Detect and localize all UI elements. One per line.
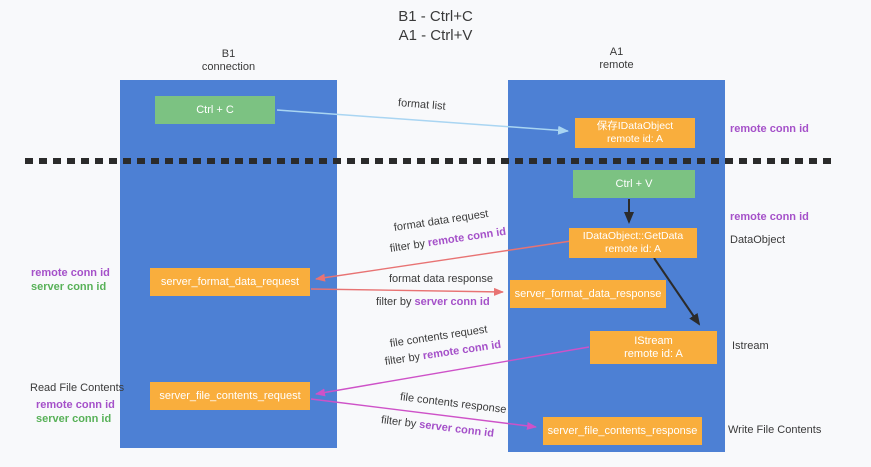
node-save-idataobject: 保存IDataObject remote id: A	[575, 118, 695, 148]
annotation-read-file-contents: Read File Contents	[30, 382, 125, 394]
node-idataobject-getdata-line2: remote id: A	[604, 243, 662, 255]
node-ctrl-c-label: Ctrl + C	[196, 103, 234, 116]
title-line-2: A1 - Ctrl+V	[398, 27, 473, 44]
node-server-format-data-request: server_format_data_request	[150, 268, 310, 296]
filter-by-text: filter by	[376, 296, 412, 308]
node-server-file-contents-request-label: server_file_contents_request	[159, 389, 301, 402]
annotation-conn-ids-left-2: remote conn id server conn id	[33, 398, 115, 426]
node-save-idataobject-line2: remote id: A	[606, 133, 664, 145]
server-conn-id-label: server conn id	[31, 281, 107, 293]
column-b1-role: connection	[201, 61, 256, 73]
node-istream: IStream remote id: A	[590, 331, 717, 364]
node-istream-line2: remote id: A	[624, 347, 683, 360]
column-b1-name: B1	[221, 48, 236, 60]
column-header-b1: B1 connection	[120, 48, 337, 74]
node-idataobject-getdata-line1: IDataObject::GetData	[582, 230, 684, 242]
filter-by-text: filter by	[380, 414, 417, 431]
node-server-format-data-response-label: server_format_data_response	[514, 287, 662, 300]
node-idataobject-getdata: IDataObject::GetData remote id: A	[569, 228, 697, 258]
node-server-format-data-response: server_format_data_response	[510, 280, 666, 308]
node-server-file-contents-request: server_file_contents_request	[150, 382, 310, 410]
filter-by-text: filter by	[389, 237, 426, 255]
server-conn-id-label: server conn id	[36, 413, 112, 425]
edge-label-format-list: format list	[397, 97, 447, 113]
annotation-write-file-contents: Write File Contents	[728, 424, 822, 436]
server-conn-id-text: server conn id	[414, 296, 490, 308]
column-a1-role: remote	[599, 59, 634, 71]
annotation-dataobject: DataObject	[730, 234, 786, 246]
remote-conn-id-text: remote conn id	[427, 225, 507, 250]
remote-conn-id-label: remote conn id	[36, 399, 115, 411]
remote-conn-id-label: remote conn id	[31, 267, 110, 279]
diagram-title: B1 - Ctrl+C A1 - Ctrl+V	[0, 7, 871, 45]
column-header-a1: A1 remote	[508, 46, 725, 72]
machine-boundary-dashed-line	[25, 158, 833, 164]
filter-by-text: filter by	[384, 350, 421, 368]
arrow-format-data-response	[310, 287, 504, 296]
node-server-file-contents-response: server_file_contents_response	[543, 417, 702, 445]
node-ctrl-v: Ctrl + V	[573, 170, 695, 198]
node-ctrl-v-label: Ctrl + V	[615, 177, 653, 190]
edge-label-format-data-response: format data response	[389, 273, 493, 285]
column-a1-name: A1	[609, 46, 624, 58]
node-server-format-data-request-label: server_format_data_request	[160, 275, 300, 288]
node-server-file-contents-response-label: server_file_contents_response	[547, 424, 698, 437]
annotation-istream: Istream	[732, 340, 769, 352]
annotation-remote-conn-id-mid-right: remote conn id	[730, 211, 809, 223]
annotation-conn-ids-left-1: remote conn id server conn id	[28, 266, 110, 294]
server-conn-id-text: server conn id	[418, 418, 495, 440]
annotation-remote-conn-id-top-right: remote conn id	[730, 123, 809, 135]
node-save-idataobject-line1: 保存IDataObject	[596, 120, 674, 132]
node-istream-line1: IStream	[634, 334, 673, 347]
title-line-1: B1 - Ctrl+C	[398, 8, 473, 25]
edge-label-file-contents-response: file contents response	[399, 391, 508, 417]
node-ctrl-c: Ctrl + C	[155, 96, 275, 124]
